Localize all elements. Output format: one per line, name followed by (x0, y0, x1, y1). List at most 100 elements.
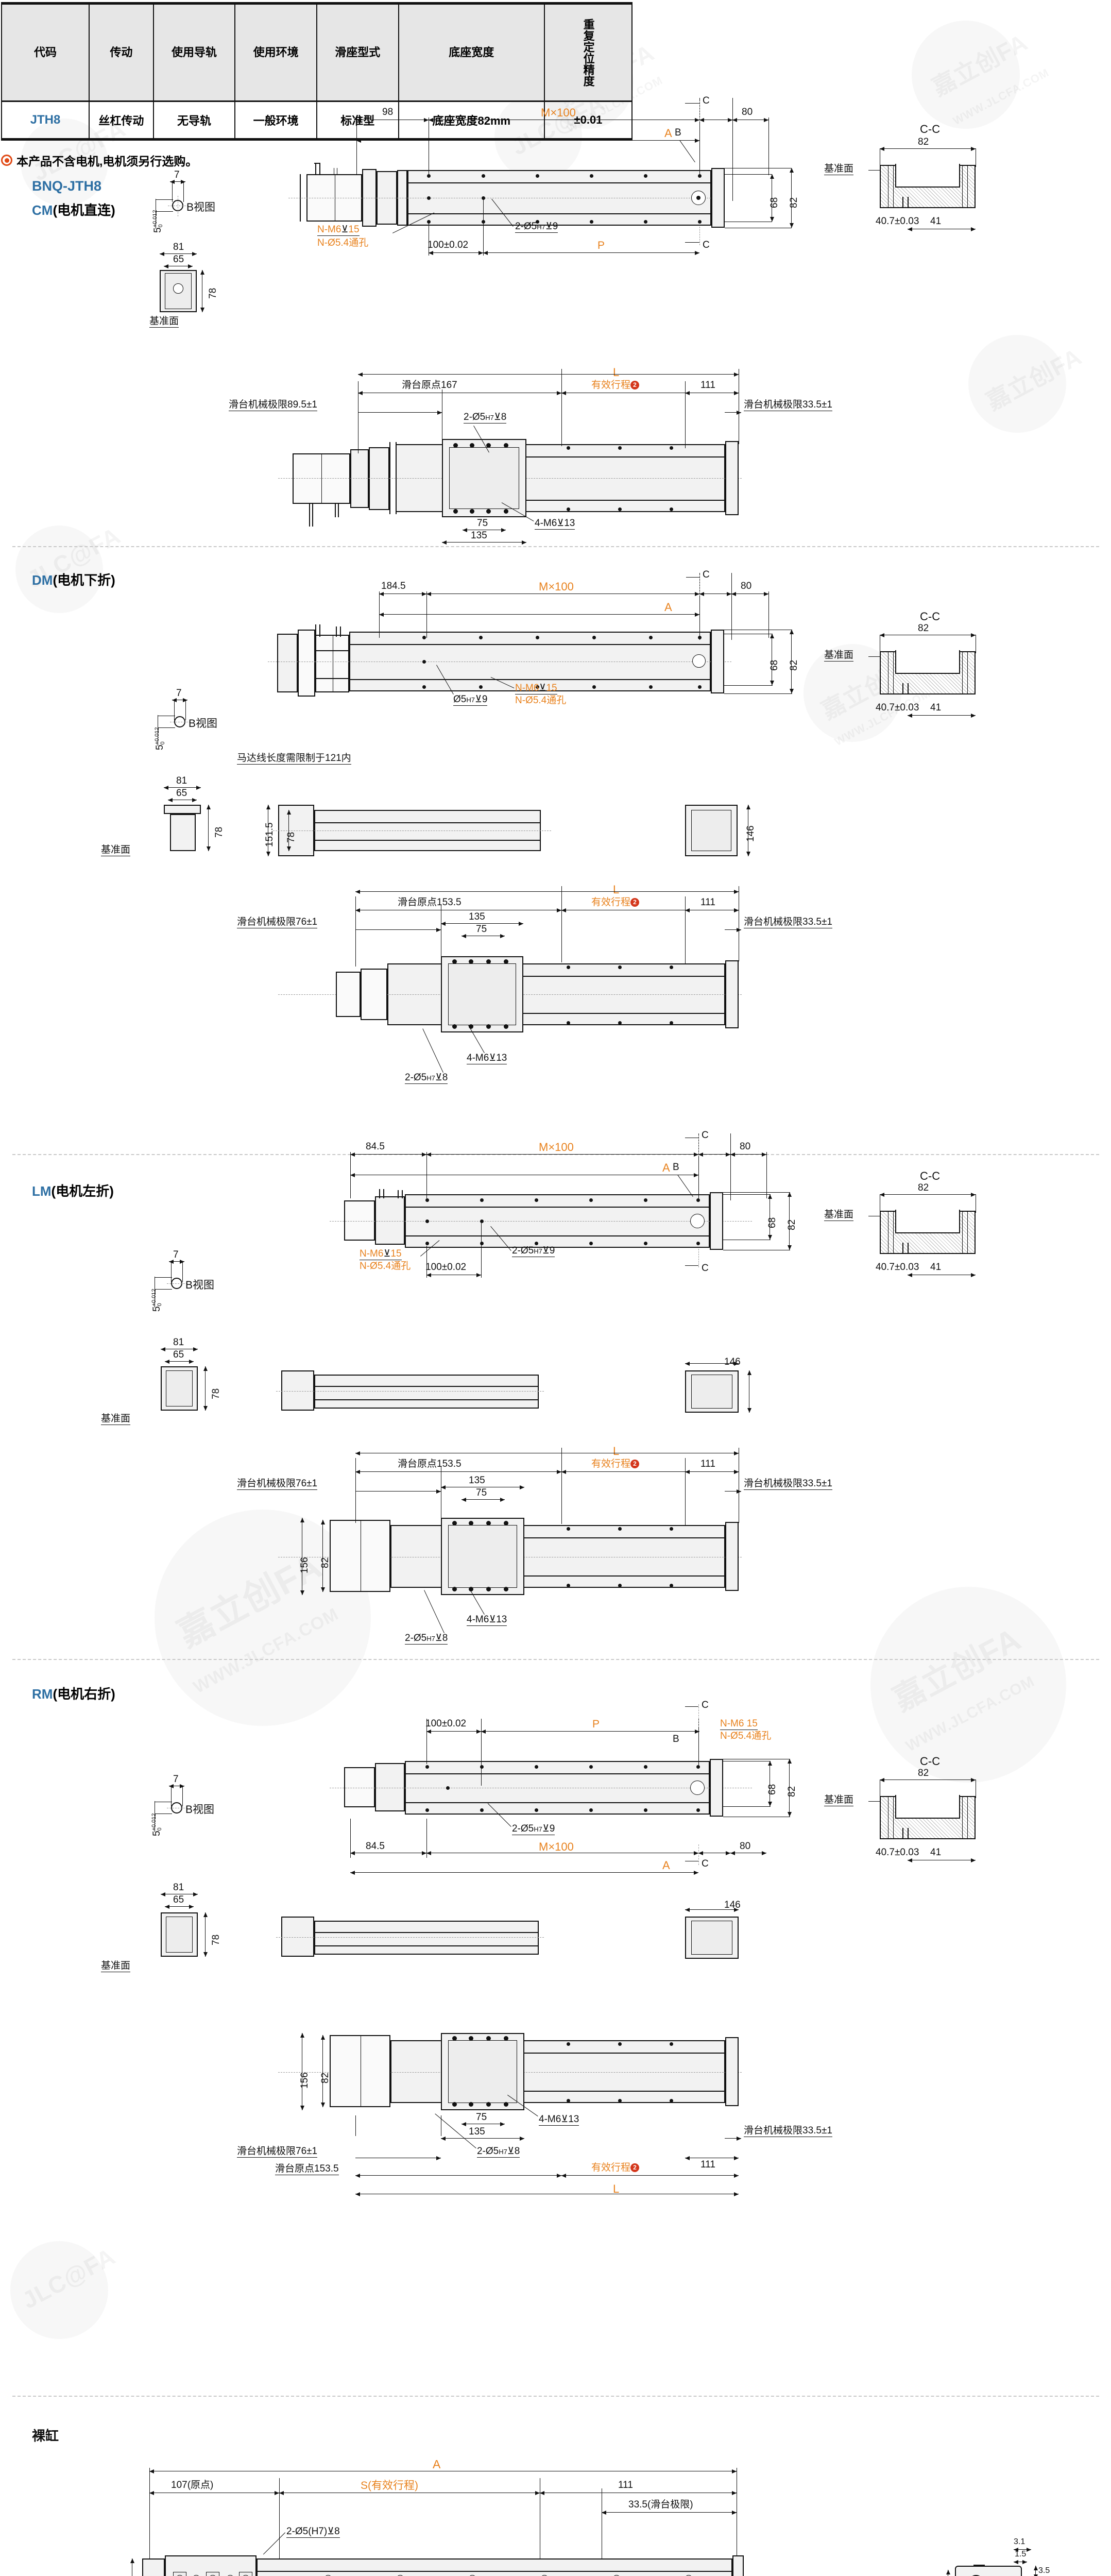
lm-marker-C-top: C (702, 1130, 709, 1141)
dm-dim-1515: 151.5 (264, 822, 275, 847)
lm-dim-100tol: 100±0.02 (425, 1262, 467, 1273)
product-note: 本产品不含电机,电机须另行选购。 (1, 151, 197, 169)
bare-zoom-35: 3.5 (1038, 2566, 1050, 2575)
table-header-row: 代码 传动 使用导轨 使用环境 滑座型式 底座宽度 重复定位精度 (1, 2, 633, 102)
cm-datum-label: 基准面 (149, 316, 179, 328)
rm-callout2-4xM6: 4-M6⊻13 (539, 2114, 579, 2126)
watermark-brand: 嘉立创FA (883, 1614, 1028, 1720)
cm-dim-78: 78 (208, 287, 218, 299)
cm-b-view-label: B视图 (186, 201, 216, 213)
rm-marker-C-bottom: C (702, 1858, 709, 1869)
th-repeat-accuracy: 重复定位精度 (543, 2, 633, 102)
dm-b-view-label: B视图 (189, 718, 218, 730)
dm-dim-81: 81 (176, 775, 187, 786)
rm-marker-B: B (673, 1734, 679, 1744)
th-drive: 传动 (89, 2, 154, 102)
cm-cc-82: 82 (918, 137, 929, 147)
rm-dim-80: 80 (740, 1841, 751, 1852)
rm-L-label: L (613, 2182, 620, 2195)
cm-callout2-2xo5: 2-Ø5H7⊻8 (464, 412, 507, 423)
dm-dim-111: 111 (700, 897, 715, 908)
cm-cc-407: 40.7±0.03 (876, 216, 919, 227)
lm-dim-tol5: 5 +0.012 0 (151, 1289, 163, 1312)
dm-dim-65: 65 (176, 788, 187, 799)
dm-cc-41: 41 (930, 702, 942, 713)
rm-mech-limit-right: 滑台机械极限33.5±1 (744, 2125, 832, 2137)
bare-callout-2xo5: 2-Ø5(H7)⊻8 (286, 2526, 340, 2538)
th-base-width: 底座宽度 (398, 2, 545, 102)
rm-dim-68: 68 (767, 1784, 778, 1795)
th-slider-type: 滑座型式 (316, 2, 399, 102)
section-divider (12, 2396, 1099, 2397)
section-title-dm: DM(电机下折) (32, 572, 115, 588)
lm-dim-82: 82 (787, 1219, 797, 1230)
dm-dim-78b: 78 (286, 832, 297, 843)
th-environment: 使用环境 (234, 2, 317, 102)
lm-dim-111: 111 (700, 1459, 715, 1469)
section-title-cm: CM(电机直连) (32, 202, 115, 218)
th-code: 代码 (1, 2, 90, 102)
rm-cc-82: 82 (918, 1768, 929, 1778)
lm-mech-limit-right: 滑台机械极限33.5±1 (744, 1478, 832, 1490)
lm-dim-65: 65 (173, 1349, 184, 1360)
rm-dim-845: 84.5 (366, 1841, 385, 1852)
rm-marker-C-top: C (702, 1700, 709, 1710)
dm-cc-407: 40.7±0.03 (876, 702, 919, 713)
cm-dim-111: 111 (700, 380, 715, 391)
cm-dim-P: P (597, 240, 605, 251)
watermark-url: WWW.JLCFA.COM (951, 66, 1051, 128)
watermark-url: WWW.JLCFA.COM (190, 1604, 342, 1698)
cm-dim-82: 82 (789, 197, 799, 208)
dm-dim-Mx100: M×100 (539, 580, 574, 593)
lm-dim-135: 135 (469, 1475, 485, 1486)
cm-cc-41: 41 (930, 216, 942, 227)
dm-dim-68: 68 (769, 659, 780, 671)
section-title-lm: LM(电机左折) (32, 1183, 114, 1199)
dm-cc-label: C-C (920, 610, 941, 623)
cm-cc-label: C-C (920, 123, 941, 135)
rm-dim-82: 82 (787, 1786, 797, 1797)
dm-L-label: L (613, 883, 620, 896)
cm-mech-limit-left: 滑台机械极限89.5±1 (229, 399, 317, 411)
lm-dim-75: 75 (476, 1487, 487, 1498)
cm-L-label: L (613, 366, 620, 379)
rm-callout-2xo5: 2-Ø5H7⊻9 (512, 1823, 555, 1835)
watermark-mark: JLC@FA (18, 2242, 120, 2314)
rm-datum-label: 基准面 (101, 1960, 131, 1972)
dm-dim-75: 75 (476, 924, 487, 935)
cell-environment: 一般环境 (234, 101, 317, 141)
dm-dim-146: 146 (745, 825, 756, 842)
spec-table: 代码 传动 使用导轨 使用环境 滑座型式 底座宽度 重复定位精度 JTH8 丝杠… (1, 2, 633, 141)
lm-L-label: L (613, 1445, 620, 1458)
dm-dim-78: 78 (214, 826, 225, 838)
cm-callout-N-o54: N-Ø5.4通孔 (317, 238, 369, 248)
cm-dim-A: A (664, 127, 672, 140)
rm-dim-65: 65 (173, 1894, 184, 1905)
rm-cc-datum: 基准面 (824, 1794, 854, 1806)
watermark-url: WWW.JLCFA.COM (832, 687, 933, 749)
note-text: 本产品不含电机,电机须另行选购。 (16, 155, 198, 168)
lm-cc-82: 82 (918, 1182, 929, 1193)
dm-dim-80: 80 (741, 581, 752, 591)
cm-mech-limit-right: 滑台机械极限33.5±1 (744, 399, 832, 411)
lm-cc-datum: 基准面 (824, 1209, 854, 1221)
rm-cc-407: 40.7±0.03 (876, 1847, 919, 1858)
lm-dim-845: 84.5 (366, 1141, 385, 1152)
lm-dim-156: 156 (299, 1557, 310, 1573)
bare-stroke-S: S(有效行程) (361, 2480, 418, 2492)
dm-dim-1845: 184.5 (381, 581, 406, 591)
dm-mech-limit-left: 滑台机械极限76±1 (237, 917, 318, 928)
lm-datum-label: 基准面 (101, 1413, 131, 1425)
table-row: JTH8 丝杠传动 无导轨 一般环境 标准型 底座宽度82mm ±0.01 (1, 101, 633, 141)
bare-zoom-31: 3.1 (1014, 2537, 1025, 2546)
bare-origin-107: 107(原点) (171, 2480, 214, 2490)
dm-dim-7: 7 (176, 688, 182, 699)
dm-dim-tol5: 5 +0.012 0 (154, 727, 166, 750)
cell-rail: 无导轨 (152, 101, 236, 141)
dm-callout-N-M6: N-M6⊻15 (515, 683, 557, 694)
cm-dim-7: 7 (174, 170, 180, 180)
